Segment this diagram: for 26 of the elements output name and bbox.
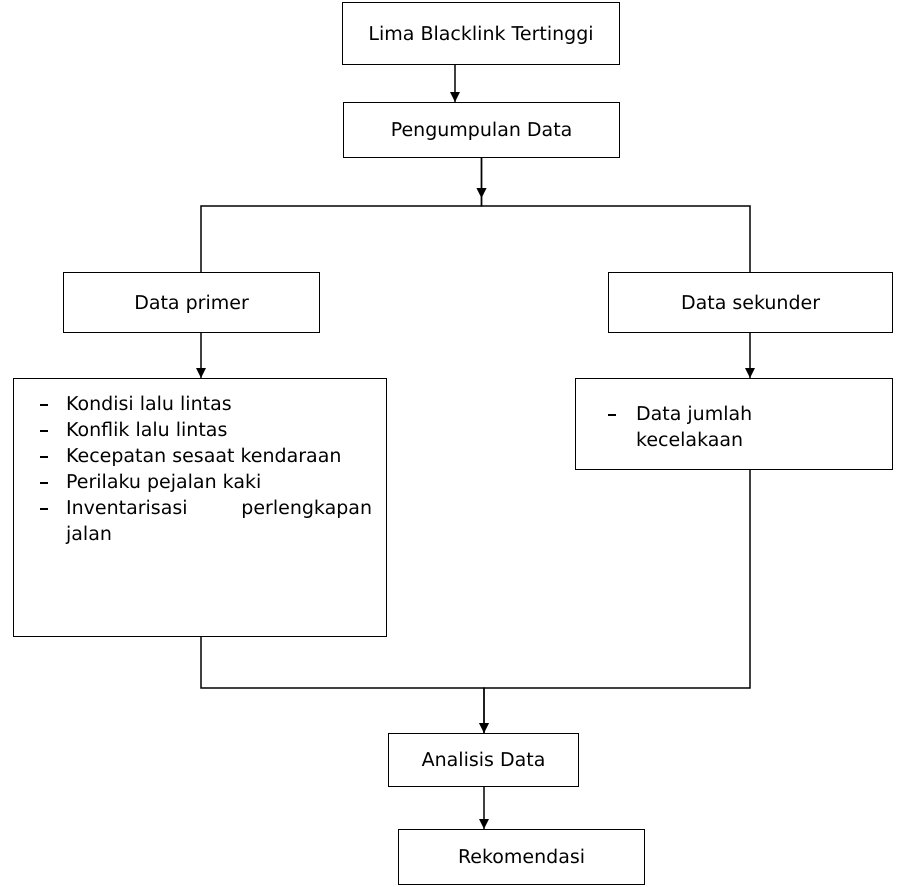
- arrow: [479, 787, 489, 829]
- arrow: [476, 158, 751, 272]
- arrow: [479, 470, 751, 733]
- arrow: [450, 65, 460, 102]
- list-item-text: Kondisi lalu lintas: [66, 392, 233, 417]
- list-item-text: Inventarisasi perlengkapan jalan: [66, 496, 372, 547]
- list-item-text: Kecepatan sesaat kendaraan: [66, 444, 342, 469]
- process-box: [398, 829, 645, 885]
- box-label: Data primer: [134, 292, 249, 314]
- process-box: [388, 733, 579, 787]
- process-box: [63, 272, 320, 333]
- process-box: [342, 2, 620, 65]
- arrow: [196, 333, 206, 378]
- process-box: [608, 272, 893, 333]
- box-label: Lima Blacklink Tertinggi: [368, 22, 594, 44]
- box-label: Pengumpulan Data: [390, 119, 572, 141]
- list-item-text: Data jumlah kecelakaan: [636, 402, 754, 453]
- list-item-text: Konflik lalu lintas: [66, 418, 228, 443]
- arrow: [745, 333, 755, 378]
- box-label: Data sekunder: [680, 292, 820, 314]
- list-item-text: Perilaku pejalan kaki: [66, 470, 262, 495]
- process-box: [575, 378, 893, 470]
- box-label: Analisis Data: [422, 749, 546, 771]
- box-label: Rekomendasi: [458, 846, 586, 868]
- process-box: [13, 378, 387, 637]
- process-box: [343, 102, 620, 158]
